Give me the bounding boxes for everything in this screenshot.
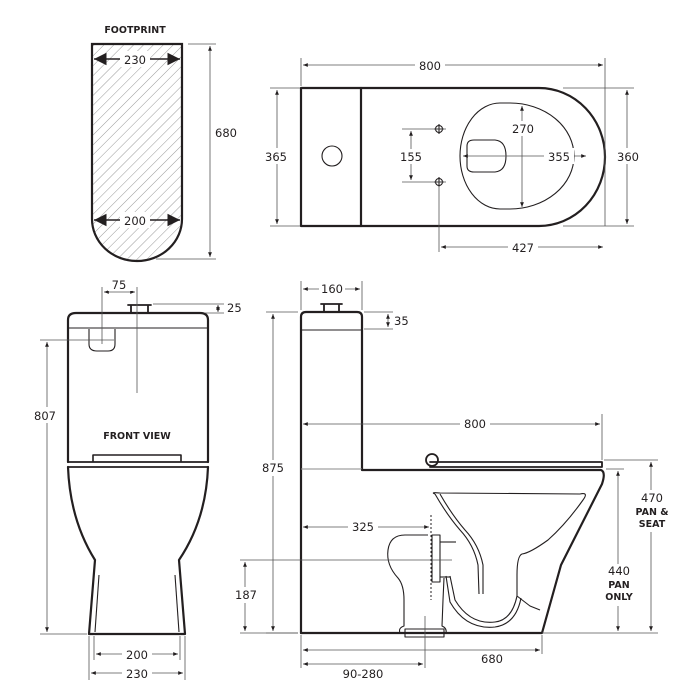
side-pan-only-height: 440 — [608, 564, 630, 578]
side-seat-hinge — [425, 453, 439, 467]
plan-bowl-length: 355 — [548, 150, 570, 164]
side-trapway — [434, 493, 484, 595]
side-floor-flange — [404, 628, 445, 638]
front-button-offset: 75 — [112, 278, 127, 292]
side-outlet-connector — [387, 534, 447, 634]
front-base-outer-width: 230 — [126, 667, 148, 681]
front-inlet-height: 807 — [34, 409, 56, 423]
plan-fixing-holes — [434, 124, 444, 187]
side-base-depth: 680 — [481, 652, 503, 666]
footprint-shape — [90, 42, 184, 263]
footprint-width-top: 230 — [124, 53, 146, 67]
side-view: 160 35 875 800 325 187 680 90-280 — [232, 281, 669, 681]
plan-view: 800 365 360 155 427 270 355 — [264, 57, 644, 255]
plan-bowl-width: 270 — [512, 122, 534, 136]
plan-inlet-circle — [321, 145, 343, 167]
side-pan-only-label-2: ONLY — [605, 592, 633, 603]
side-outlet-setout: 325 — [352, 520, 374, 534]
plan-bowl-rim — [459, 102, 575, 210]
footprint-depth: 680 — [215, 126, 237, 140]
side-overall-height: 875 — [262, 461, 284, 475]
side-seat-length: 800 — [464, 417, 486, 431]
front-view-title: FRONT VIEW — [103, 431, 171, 442]
side-setout-range: 90-280 — [343, 667, 384, 681]
side-pan-seat-height: 470 — [641, 491, 663, 505]
footprint-width-bottom: 200 — [124, 214, 146, 228]
side-pan-seat-label-1: PAN & — [636, 507, 669, 518]
side-cistern-depth: 160 — [321, 282, 343, 296]
side-outlet-height: 187 — [235, 588, 257, 602]
side-button-height: 35 — [394, 314, 409, 328]
side-seat — [429, 461, 603, 468]
side-trap-bend — [445, 575, 522, 628]
front-inlet-cutout — [88, 329, 116, 352]
front-base-inner-width: 200 — [126, 648, 148, 662]
plan-fixing-spacing: 155 — [400, 150, 422, 164]
side-cistern — [299, 310, 364, 635]
side-outlet-flange — [431, 534, 441, 583]
front-cistern — [66, 311, 210, 464]
side-pan-only-label-1: PAN — [608, 580, 629, 591]
side-flush-button — [320, 303, 343, 312]
side-pan-outline — [299, 468, 605, 635]
front-seat-lid — [92, 454, 182, 462]
front-pan — [66, 465, 210, 636]
plan-cistern-depth: 365 — [265, 150, 287, 164]
plan-pan-width: 360 — [617, 150, 639, 164]
plan-fixing-to-front: 427 — [512, 241, 534, 255]
plan-overall-length: 800 — [419, 59, 441, 73]
footprint-title: FOOTPRINT — [104, 25, 166, 36]
front-button-height: 25 — [227, 301, 242, 315]
side-pan-seat-label-2: SEAT — [639, 519, 666, 530]
footprint-view: FOOTPRINT 230 200 680 — [90, 25, 237, 263]
front-view: 75 25 807 FRONT VIEW 200 230 — [32, 278, 242, 681]
front-flush-button — [127, 304, 152, 313]
side-bowl-inner — [432, 492, 586, 611]
